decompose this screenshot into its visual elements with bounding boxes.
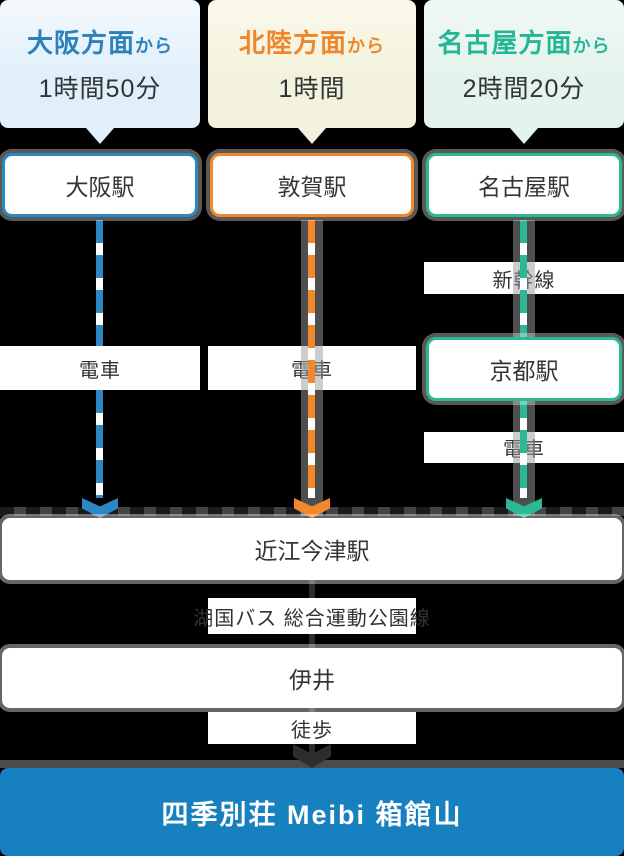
station-box-tsuruga: 敦賀駅: [210, 153, 414, 217]
from-suffix-label: から: [347, 36, 385, 56]
region-label: 大阪方面: [26, 28, 135, 58]
route-header-title: 大阪方面から: [27, 23, 173, 60]
station-label: 敦賀駅: [277, 174, 347, 200]
transport-label-train: 電車: [79, 359, 121, 382]
destination-banner: 四季別荘 Meibi 箱館山: [0, 768, 624, 856]
route-header-nagoya: 名古屋方面から 2時間20分: [424, 0, 624, 128]
region-label: 北陸方面: [238, 28, 347, 58]
from-suffix-label: から: [572, 36, 611, 56]
route-line-osaka: [96, 220, 103, 346]
from-suffix-label: から: [135, 36, 173, 56]
walk-band: 徒歩: [208, 712, 416, 744]
route-header-title: 北陸方面から: [239, 23, 385, 60]
destination-title: 四季別荘 Meibi 箱館山: [161, 799, 463, 830]
route-line-hokuriku: [308, 220, 315, 498]
transport-band: 電車: [0, 346, 200, 390]
bus-band: 湖国バス 総合運動公園線: [193, 598, 430, 634]
walk-label: 徒歩: [291, 719, 333, 742]
station-box-kyoto: 京都駅: [426, 337, 622, 401]
down-arrow-icon: [294, 498, 330, 518]
route-header-osaka: 大阪方面から 1時間50分: [0, 0, 200, 128]
bubble-tail-icon: [510, 128, 538, 144]
station-label: 大阪駅: [65, 174, 135, 200]
station-label: 名古屋駅: [478, 174, 570, 200]
down-arrow-icon: [506, 498, 542, 518]
duration-label: 2時間20分: [462, 75, 586, 103]
bubble-tail-icon: [86, 128, 114, 144]
station-label: 近江今津駅: [254, 538, 370, 564]
bus-line-label: 湖国バス 総合運動公園線: [193, 607, 431, 630]
bubble-tail-icon: [298, 128, 326, 144]
station-box-osaka: 大阪駅: [2, 153, 198, 217]
region-label: 名古屋方面: [437, 28, 573, 58]
bus-stop-box-ii: 伊井: [2, 648, 622, 708]
connector-line: [309, 632, 315, 650]
duration-label: 1時間: [278, 75, 346, 103]
duration-label: 1時間50分: [38, 75, 162, 103]
route-line-osaka: [96, 390, 103, 498]
station-box-nagoya: 名古屋駅: [426, 153, 622, 217]
connector-line: [309, 578, 315, 600]
route-header-hokuriku: 北陸方面から 1時間: [208, 0, 416, 128]
station-label: 京都駅: [489, 358, 559, 384]
route-header-title: 名古屋方面から: [437, 23, 610, 60]
bus-stop-label: 伊井: [289, 667, 335, 693]
station-box-omi-imazu: 近江今津駅: [2, 518, 622, 580]
down-arrow-icon: [82, 498, 118, 518]
